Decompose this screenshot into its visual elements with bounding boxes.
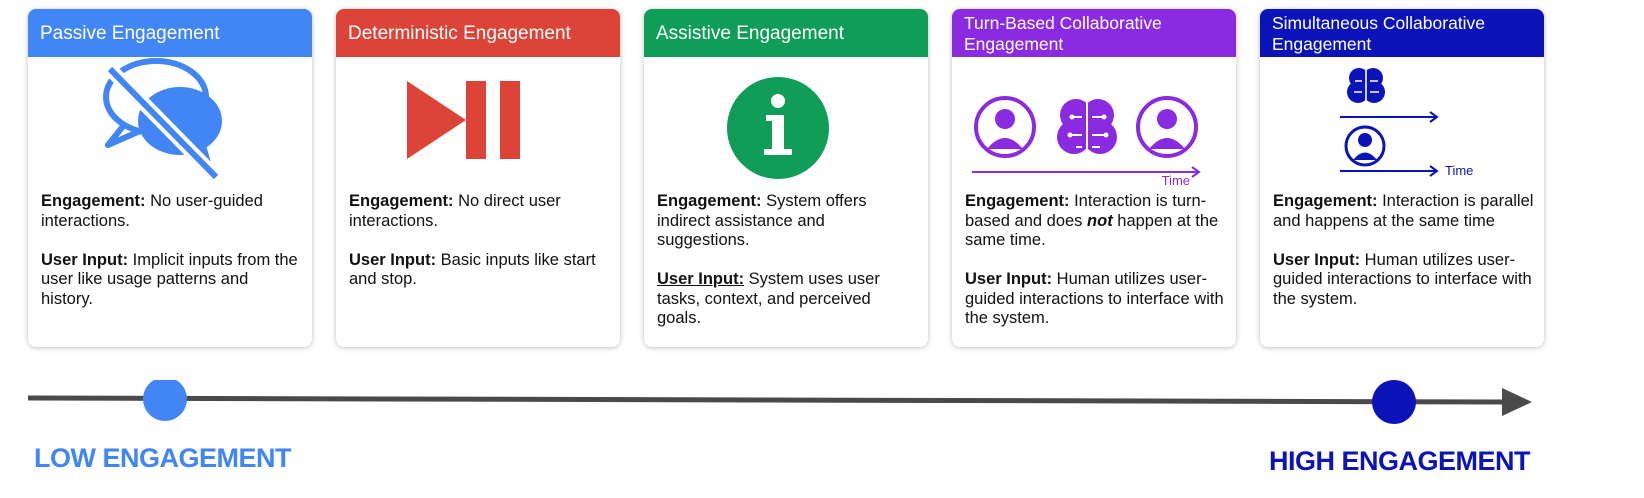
- engagement-label: Engagement:: [349, 192, 454, 210]
- turn-taking-user-brain-user-icon: Time: [972, 96, 1201, 188]
- user-input-label: User Input:: [657, 270, 745, 288]
- engagement-text: No user-guided interactions.: [41, 192, 263, 230]
- engagement-text: System offers indirect assistance and su…: [657, 192, 867, 249]
- card-title: Simultaneous Collaborative Engagement: [1260, 9, 1544, 57]
- card-title: Assistive Engagement: [644, 9, 928, 57]
- crossed-out-chat-bubbles-icon: [103, 58, 222, 182]
- user-input-label: User Input:: [41, 250, 129, 269]
- user-input-text: System uses user tasks, context, and per…: [657, 270, 880, 327]
- card-passive-engagement: Passive Engagement Engagement: No user-g…: [28, 9, 312, 347]
- info-icon: [727, 77, 829, 179]
- card-title: Deterministic Engagement: [336, 9, 620, 57]
- parallel-brain-user-timelines-icon: Time: [1340, 68, 1473, 178]
- engagement-axis: [27, 380, 1532, 424]
- card-deterministic-engagement: Deterministic Engagement Engagement: No …: [336, 9, 620, 347]
- card-description: Engagement: System offers indirect assis…: [657, 192, 918, 347]
- card-description: Engagement: No user-guided interactions.…: [41, 192, 302, 329]
- engagement-label: Engagement:: [657, 192, 762, 210]
- engagement-text: Interaction is turn-based and does: [965, 192, 1207, 230]
- user-input-text: Human utilizes user-guided interactions …: [965, 270, 1224, 327]
- engagement-text: No direct user interactions.: [349, 192, 561, 230]
- time-label: Time: [1445, 163, 1473, 178]
- engagement-label: Engagement:: [1273, 192, 1378, 210]
- user-input-label: User Input:: [349, 250, 437, 269]
- user-input-label: User Input:: [965, 270, 1053, 288]
- high-engagement-label: HIGH ENGAGEMENT: [1268, 446, 1531, 476]
- user-input-text: Implicit inputs from the user like usage…: [41, 250, 298, 308]
- engagement-label: Engagement:: [41, 192, 146, 210]
- card-title: Turn-Based Collaborative Engagement: [952, 9, 1236, 57]
- card-description: Engagement: No direct user interactions.…: [349, 192, 610, 309]
- time-label: Time: [1162, 173, 1190, 188]
- card-simultaneous-collaborative-engagement: Simultaneous Collaborative Engagement Ti…: [1260, 9, 1544, 347]
- low-engagement-label: LOW ENGAGEMENT: [34, 443, 292, 473]
- low-engagement-marker: [143, 380, 187, 421]
- card-assistive-engagement: Assistive Engagement Engagement: System …: [644, 9, 928, 347]
- card-description: Engagement: Interaction is turn-based an…: [965, 192, 1226, 347]
- engagement-label: Engagement:: [965, 192, 1070, 210]
- axis-arrowhead: [1502, 388, 1532, 416]
- axis-line: [27, 395, 1507, 405]
- play-pause-icon: [407, 81, 520, 159]
- user-input-label: User Input:: [1273, 250, 1361, 269]
- high-engagement-marker: [1372, 380, 1416, 424]
- user-input-text: Basic inputs like start and stop.: [349, 250, 596, 289]
- user-input-text: Human utilizes user-guided interactions …: [1273, 250, 1532, 308]
- engagement-emphasis: not: [1087, 211, 1113, 230]
- engagement-text-end: happen at the same time.: [965, 211, 1219, 250]
- card-title: Passive Engagement: [28, 9, 312, 57]
- engagement-text: Interaction is parallel and happens at t…: [1273, 192, 1534, 230]
- card-description: Engagement: Interaction is parallel and …: [1273, 192, 1534, 329]
- card-turn-based-collaborative-engagement: Turn-Based Collaborative Engagement Time: [952, 9, 1236, 347]
